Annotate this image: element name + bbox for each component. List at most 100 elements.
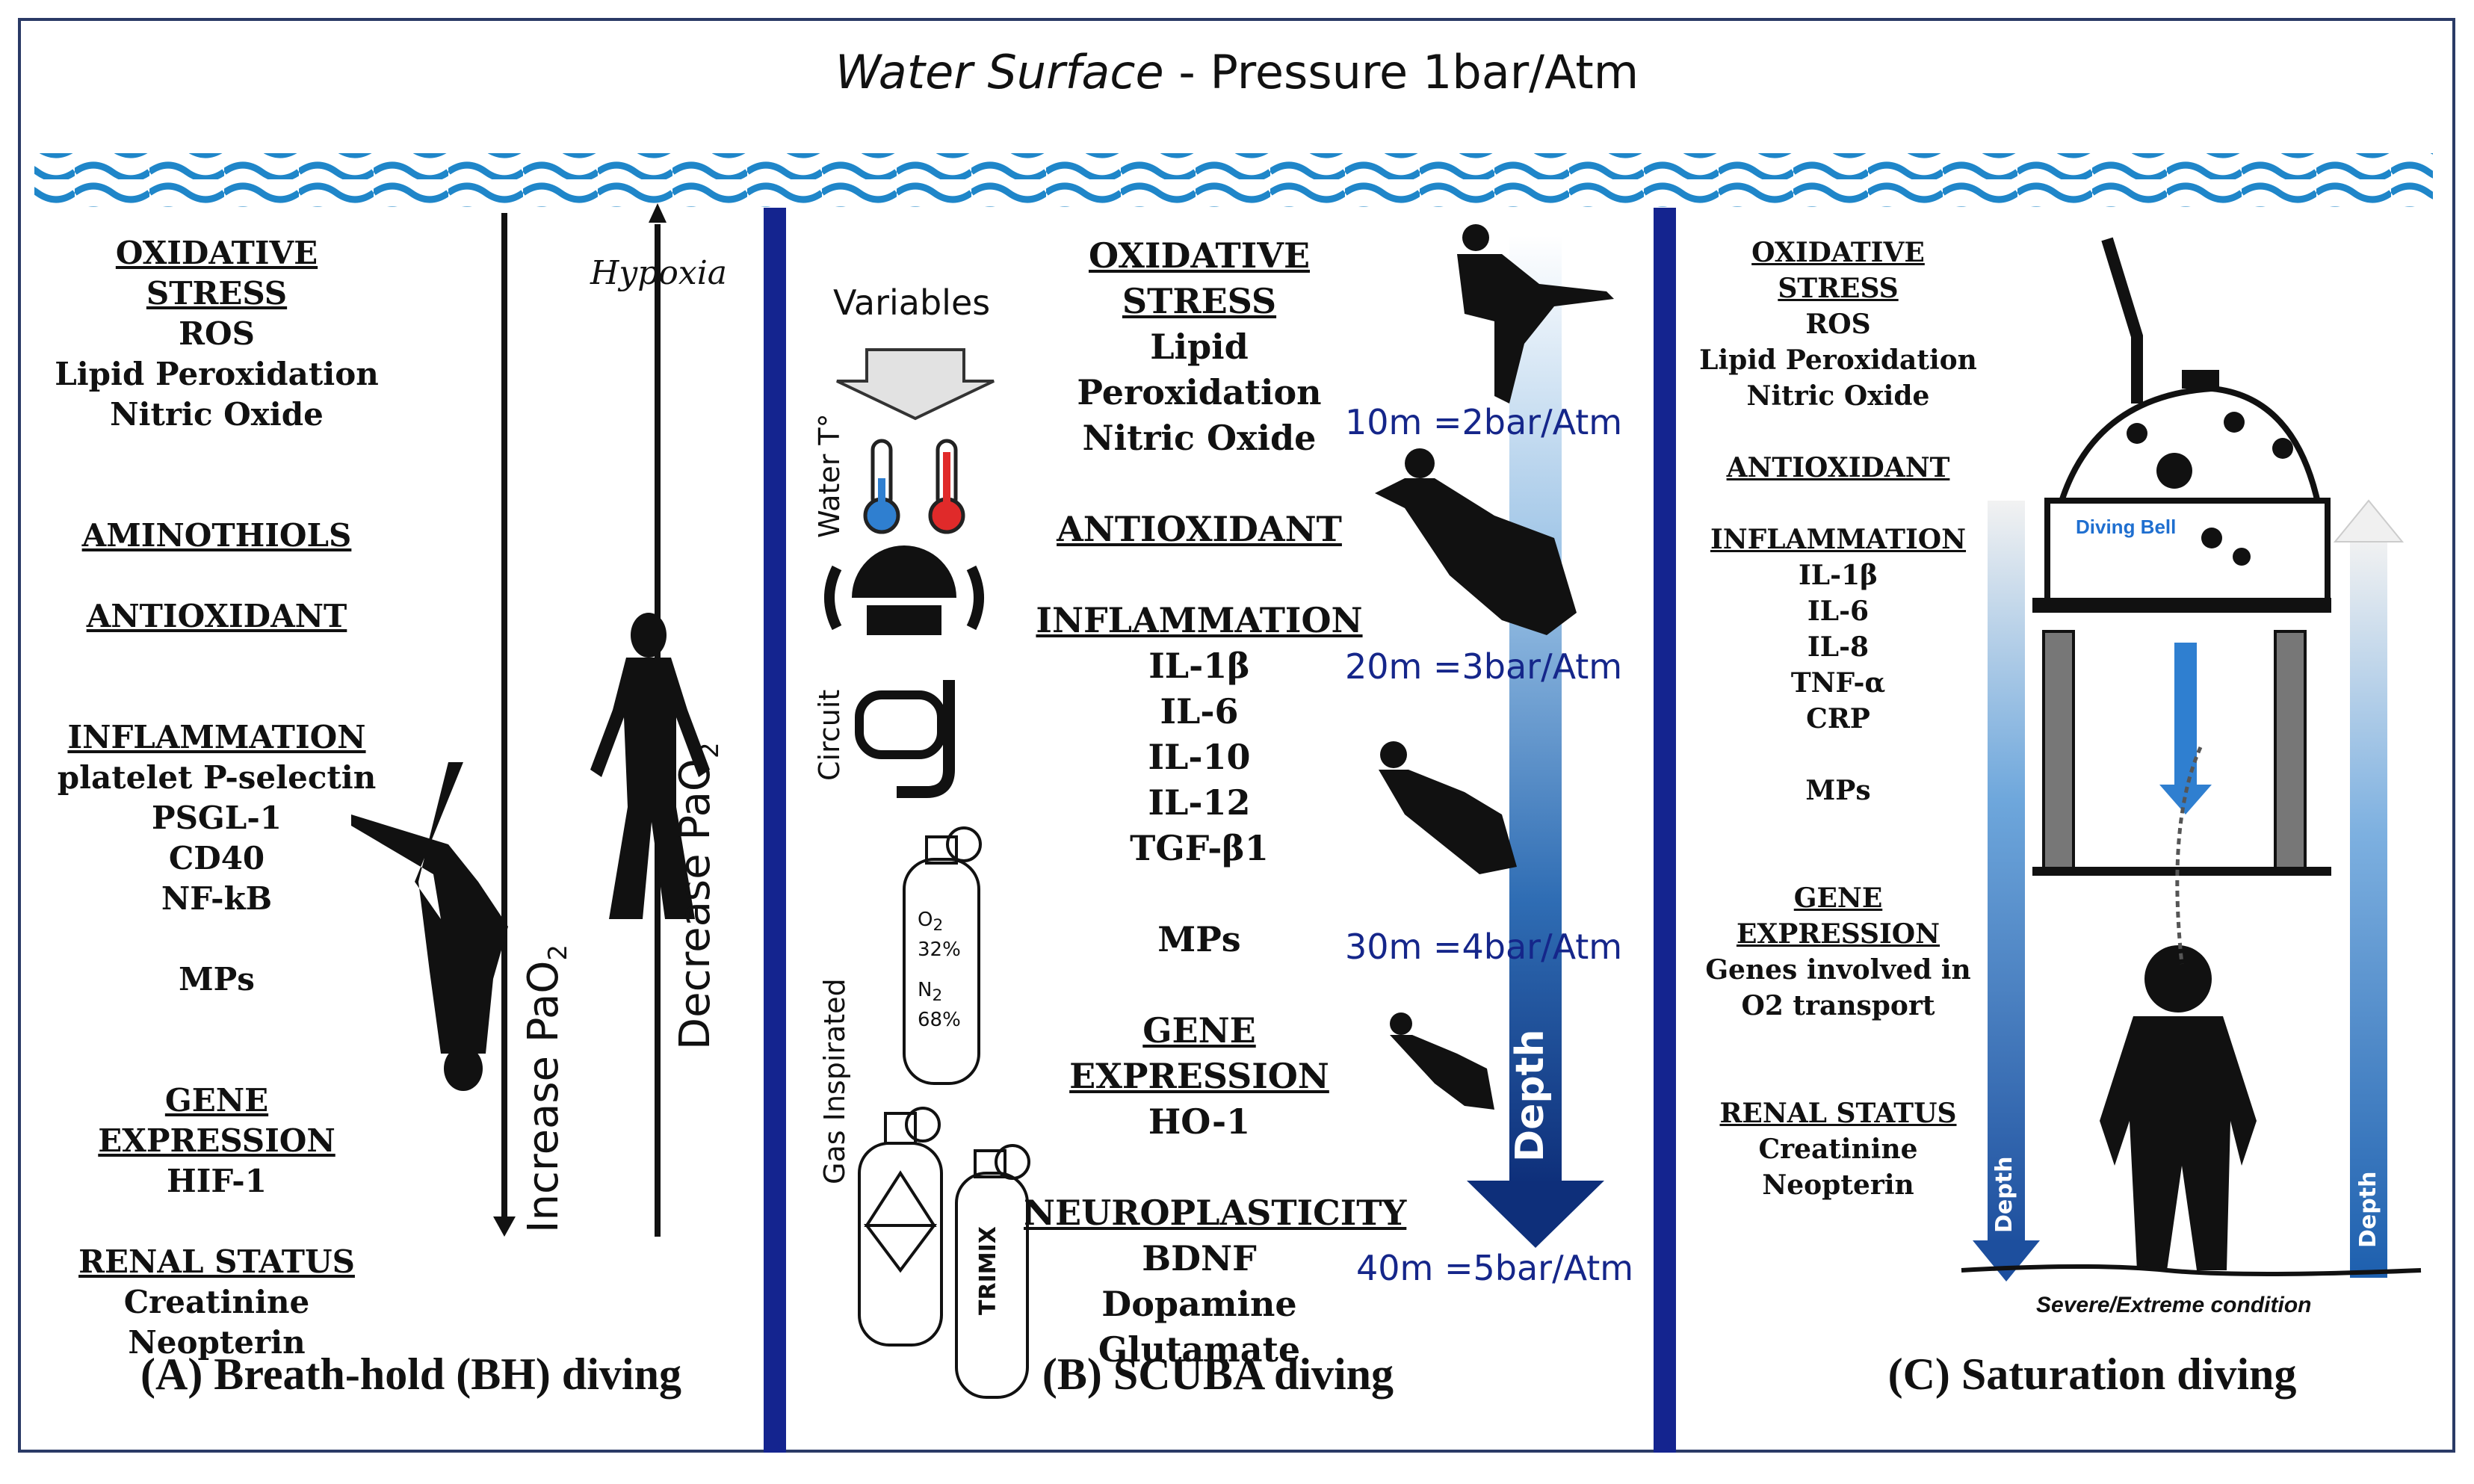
section-heading: ANTIOXIDANT xyxy=(86,598,347,634)
list-item: Lipid Peroxidation xyxy=(1699,344,1977,376)
title-rest: - Pressure 1bar/Atm xyxy=(1163,45,1639,99)
list-item xyxy=(1692,1024,1984,1060)
thermometer-cold-icon xyxy=(863,439,900,534)
list-item xyxy=(45,919,389,959)
section-heading: GENE EXPRESSION xyxy=(1069,1010,1329,1096)
list-item: Glutamate xyxy=(1098,1329,1301,1370)
list-item: Dopamine xyxy=(1101,1284,1297,1324)
gas-cylinder-air-icon xyxy=(858,1107,943,1347)
depth-30m: 30m =4bar/Atm xyxy=(1345,927,1623,967)
water-waves xyxy=(34,153,2433,207)
section-heading: INFLAMMATION xyxy=(67,719,366,755)
water-temp-label: Water T° xyxy=(813,413,846,538)
list-item xyxy=(1024,461,1375,507)
diving-bell-icon xyxy=(2032,370,2331,876)
list-item: ROS xyxy=(179,315,255,352)
circuit-label: Circuit xyxy=(813,689,846,781)
separator-b-c xyxy=(1654,208,1676,1453)
list-item xyxy=(1692,486,1984,522)
list-item: IL-12 xyxy=(1148,782,1251,823)
mask-snorkel-icon xyxy=(855,680,955,798)
list-item: platelet P-selectin xyxy=(57,759,377,796)
list-item: Neopterin xyxy=(128,1324,306,1361)
n2-percent: 68% xyxy=(918,1009,961,1032)
decrease-pao2-text: Decrease PaO xyxy=(671,758,720,1050)
list-item xyxy=(1024,552,1375,598)
list-item: Creatinine xyxy=(1758,1134,1918,1165)
figure-frame xyxy=(18,18,2455,1453)
trimix-label: TRIMIX xyxy=(975,1226,1001,1315)
scuba-depth-arrow-head xyxy=(1467,1181,1604,1248)
list-item: HIF-1 xyxy=(167,1163,267,1199)
list-item: Neopterin xyxy=(1762,1169,1914,1201)
saturation-depth-up-head xyxy=(2333,499,2405,542)
list-item: PSGL-1 xyxy=(152,800,282,836)
list-item xyxy=(45,637,389,677)
umbilical-line xyxy=(2175,746,2203,965)
list-item: TNF-α xyxy=(1790,667,1886,699)
list-item: Lipid Peroxidation xyxy=(1077,327,1322,412)
list-item xyxy=(1692,1060,1984,1095)
diving-bell-label: Diving Bell xyxy=(2076,516,2177,538)
list-item: IL-6 xyxy=(1807,596,1870,627)
section-heading: ANTIOXIDANT xyxy=(1726,452,1950,483)
section-heading: GENE EXPRESSION xyxy=(98,1082,335,1159)
list-item: IL-10 xyxy=(1148,737,1251,777)
decrease-pao2-sub: 2 xyxy=(695,742,726,758)
severe-condition-label: Severe/Extreme condition xyxy=(2036,1293,2312,1317)
saturation-depth-up-label: Depth xyxy=(2355,1171,2381,1248)
decrease-arrow-head xyxy=(649,203,667,223)
gas-cylinder-trimix-icon xyxy=(955,1144,1030,1399)
list-item xyxy=(45,677,389,717)
list-item: ROS xyxy=(1805,309,1871,340)
list-item xyxy=(45,1202,389,1242)
increase-pao2-label: Increase PaO2 xyxy=(519,944,573,1233)
list-item: Nitric Oxide xyxy=(110,396,324,433)
list-item xyxy=(1692,737,1984,773)
depth-10m: 10m =2bar/Atm xyxy=(1345,402,1623,442)
decrease-pao2-label: Decrease PaO2 xyxy=(671,742,725,1050)
hypoxia-label: Hypoxia xyxy=(590,254,728,292)
increase-pao2-sub: 2 xyxy=(543,944,574,961)
list-item xyxy=(45,556,389,596)
list-item: BDNF xyxy=(1142,1238,1257,1279)
saturation-depth-up-shaft xyxy=(2350,538,2387,1278)
separator-a-b xyxy=(764,208,786,1453)
list-item: MPs xyxy=(1157,919,1241,959)
caption-b: (B) SCUBA diving xyxy=(1042,1349,1394,1399)
list-item: Creatinine xyxy=(123,1284,310,1320)
list-item: MPs xyxy=(179,961,255,998)
section-heading: INFLAMMATION xyxy=(1036,600,1363,640)
scuba-depth-label: Depth xyxy=(1508,1029,1553,1162)
section-heading: OXIDATIVE STRESS xyxy=(1088,235,1311,321)
o2-percent: 32% xyxy=(918,939,961,962)
list-item: O2 transport xyxy=(1741,990,1935,1021)
scuba-diver-4-icon xyxy=(1390,1012,1494,1110)
saturation-diver-icon xyxy=(2100,945,2257,1270)
list-item: CRP xyxy=(1806,703,1870,735)
list-item: NF-kB xyxy=(161,880,273,917)
gas-inspirated-label: Gas Inspirated xyxy=(818,978,851,1184)
scuba-diver-2-icon xyxy=(1375,448,1577,635)
list-item: IL-1β xyxy=(1798,560,1878,591)
list-item: TGF-β1 xyxy=(1130,828,1269,868)
section-heading: ANTIOXIDANT xyxy=(1057,509,1342,549)
list-item: IL-6 xyxy=(1160,691,1239,732)
list-item: IL-1β xyxy=(1148,646,1250,686)
rebreather-icon xyxy=(824,545,984,635)
caption-a: (A) Breath-hold (BH) diving xyxy=(140,1349,681,1399)
list-item: MPs xyxy=(1805,775,1871,806)
scuba-diver-1-icon xyxy=(1457,224,1614,404)
freediver-inverted-icon xyxy=(351,762,508,1091)
section-heading: INFLAMMATION xyxy=(1710,524,1967,555)
bell-cable xyxy=(2101,237,2143,404)
n2-label: N xyxy=(918,979,933,1002)
list-item xyxy=(1692,414,1984,450)
variables-arrow xyxy=(836,348,995,421)
freediver-upright-icon xyxy=(590,613,710,919)
nitrox-mix-label: O2 32% N2 68% xyxy=(918,909,961,1032)
